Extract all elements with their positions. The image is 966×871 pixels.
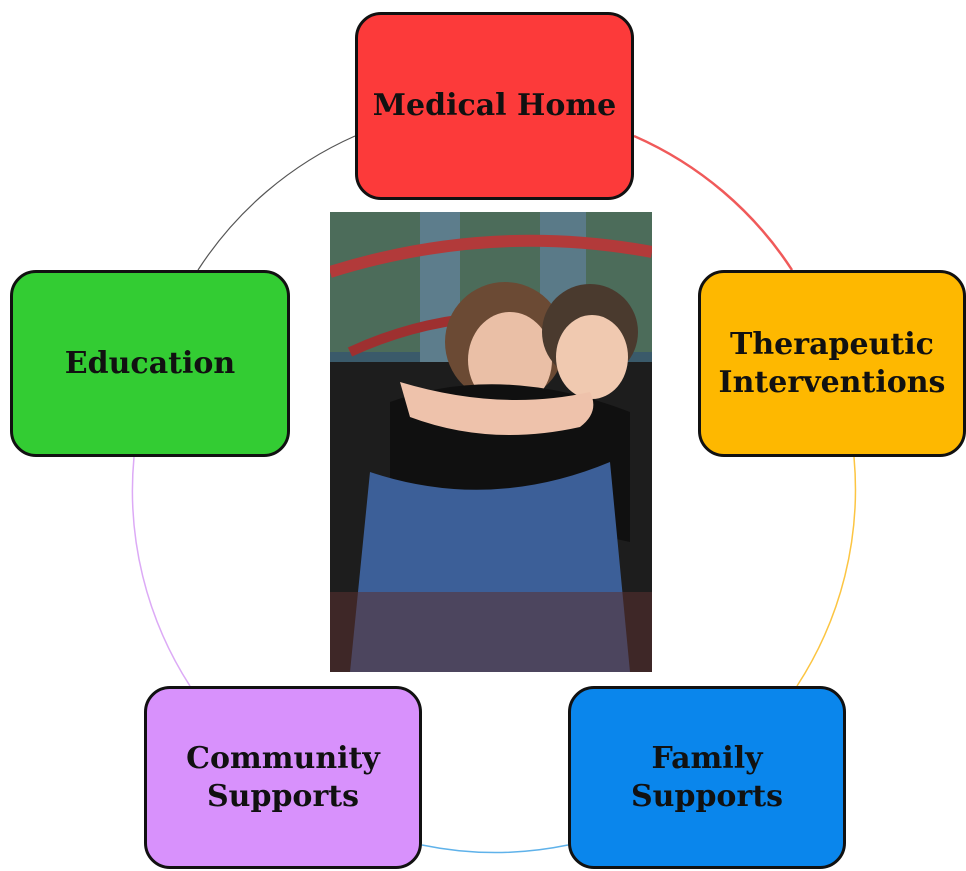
node-medical-home-label: Medical Home (372, 88, 617, 123)
center-photo (330, 212, 652, 672)
arc-family-to-community (421, 844, 569, 854)
node-family-supports-label: Family Supports (631, 740, 783, 814)
node-medical-home: Medical Home (355, 12, 634, 200)
node-education: Education (10, 270, 290, 457)
node-therapeutic-interventions-label: Therapeutic Interventions (718, 326, 946, 400)
arc-community-to-education (131, 456, 191, 687)
node-education-label: Education (64, 345, 236, 381)
node-community-supports-label: Community Supports (186, 740, 380, 814)
node-community-supports: Community Supports (144, 686, 422, 869)
arc-therapy-to-family (796, 456, 857, 687)
node-family-supports: Family Supports (568, 686, 846, 869)
node-therapeutic-interventions: Therapeutic Interventions (698, 270, 966, 457)
arc-medical-to-therapy (633, 134, 794, 271)
arc-education-to-medical (197, 135, 356, 271)
